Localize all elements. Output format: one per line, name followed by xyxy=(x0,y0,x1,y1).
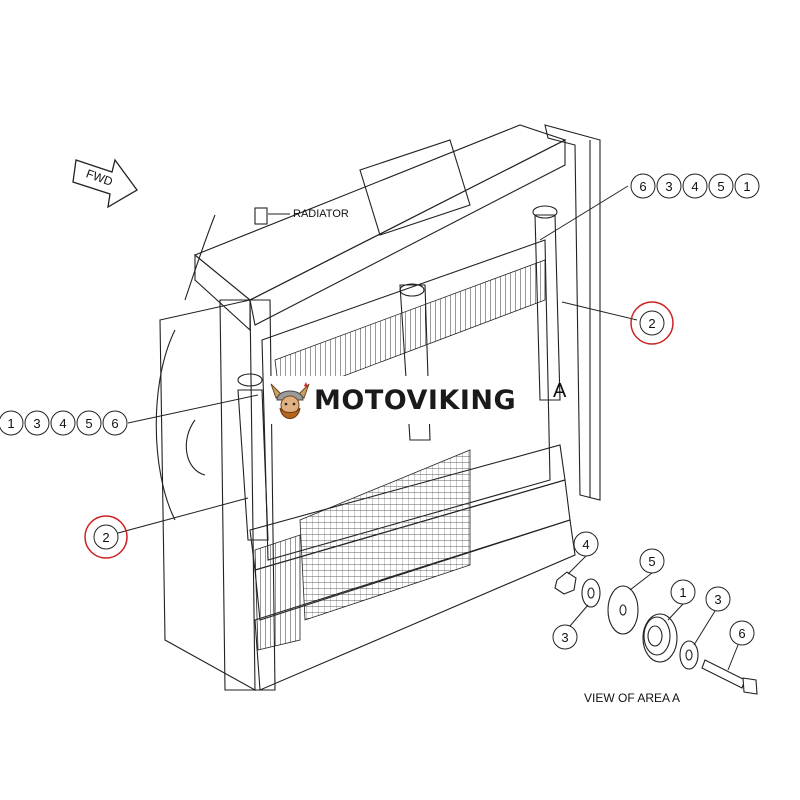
nut-part xyxy=(554,571,577,595)
callout-part-1: 1 xyxy=(679,585,686,600)
svg-text:2: 2 xyxy=(648,316,655,331)
watermark-banner: MOTOVIKING xyxy=(266,376,534,424)
callout-top-right-1: 6 xyxy=(639,179,646,194)
fwd-arrow: FWD xyxy=(72,158,138,209)
bolt-part xyxy=(701,659,746,689)
callout-chain-left: 1 3 4 5 6 xyxy=(0,394,259,436)
callout-part-4: 4 xyxy=(582,537,589,552)
callout-top-right-5: 1 xyxy=(743,179,750,194)
svg-text:2: 2 xyxy=(102,530,109,545)
callout-right-2: 2 xyxy=(561,301,674,345)
callout-left-5: 6 xyxy=(111,416,118,431)
callout-left-1: 1 xyxy=(7,416,14,431)
radiator-label: RADIATOR xyxy=(293,208,349,220)
callout-top-right-2: 3 xyxy=(665,179,672,194)
watermark-text: MOTOVIKING xyxy=(314,384,517,416)
callout-left-4: 5 xyxy=(85,416,92,431)
radiator-core-lower xyxy=(254,534,301,651)
callout-top-right-3: 4 xyxy=(691,179,698,194)
callout-part-3-right: 3 xyxy=(714,592,721,607)
viking-helmet-icon xyxy=(270,382,310,419)
area-a-marker: A xyxy=(553,380,567,402)
callout-left-2: 2 xyxy=(84,497,249,559)
callout-left-2: 3 xyxy=(33,416,40,431)
callout-part-3-left: 3 xyxy=(561,630,568,645)
callout-left-3: 4 xyxy=(59,416,66,431)
view-caption: VIEW OF AREA A xyxy=(584,691,680,705)
condenser-core xyxy=(299,449,471,621)
callout-part-6: 6 xyxy=(738,626,745,641)
exploded-view xyxy=(554,571,758,695)
callout-part-5: 5 xyxy=(648,554,655,569)
exploded-callouts: 4 5 1 3 3 6 xyxy=(552,531,755,671)
callout-top-right-4: 5 xyxy=(717,179,724,194)
callout-chain-top-right: 6 3 4 5 1 xyxy=(539,173,760,241)
